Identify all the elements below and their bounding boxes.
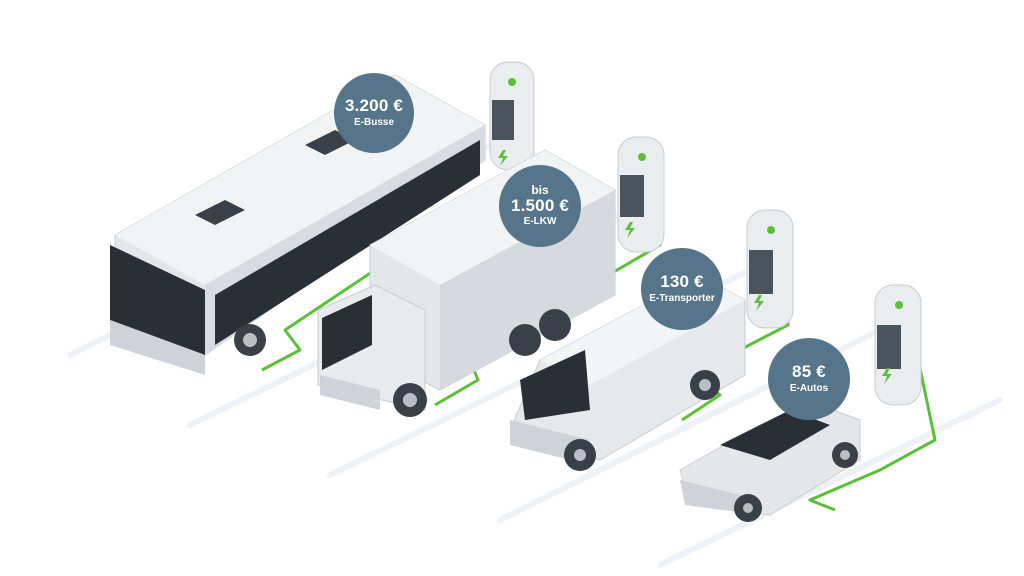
charging-station-3 bbox=[746, 209, 794, 329]
price: 3.200 € bbox=[344, 96, 404, 116]
price: 1.500 € bbox=[510, 195, 570, 215]
charging-station-icon bbox=[638, 153, 646, 161]
prefix: bis bbox=[531, 183, 549, 198]
charging-station-icon bbox=[895, 301, 903, 309]
charging-station-icon bbox=[508, 78, 516, 86]
lightning-icon bbox=[625, 222, 635, 238]
price: 85 € bbox=[792, 362, 826, 382]
charging-station-4 bbox=[874, 284, 922, 406]
vehicle-label: E-Autos bbox=[789, 383, 829, 395]
charging-station-icon bbox=[767, 226, 775, 234]
vehicle-label: E-LKW bbox=[523, 216, 557, 228]
badge-e-autos: 85 € E-Autos bbox=[768, 338, 850, 420]
vehicle-label: E-Transporter bbox=[649, 293, 715, 305]
lightning-icon bbox=[882, 368, 892, 384]
price: 130 € bbox=[660, 272, 704, 292]
badge-e-lkw: bis 1.500 € E-LKW bbox=[499, 165, 581, 247]
vehicle-label: E-Busse bbox=[353, 117, 394, 129]
charging-station-2 bbox=[617, 136, 665, 253]
lightning-icon bbox=[498, 150, 508, 166]
car-icon bbox=[679, 404, 861, 522]
badge-e-transporter: 130 € E-Transporter bbox=[641, 248, 723, 330]
lightning-icon bbox=[754, 295, 764, 311]
badge-e-busse: 3.200 € E-Busse bbox=[334, 73, 414, 153]
charging-station-1 bbox=[489, 61, 535, 171]
